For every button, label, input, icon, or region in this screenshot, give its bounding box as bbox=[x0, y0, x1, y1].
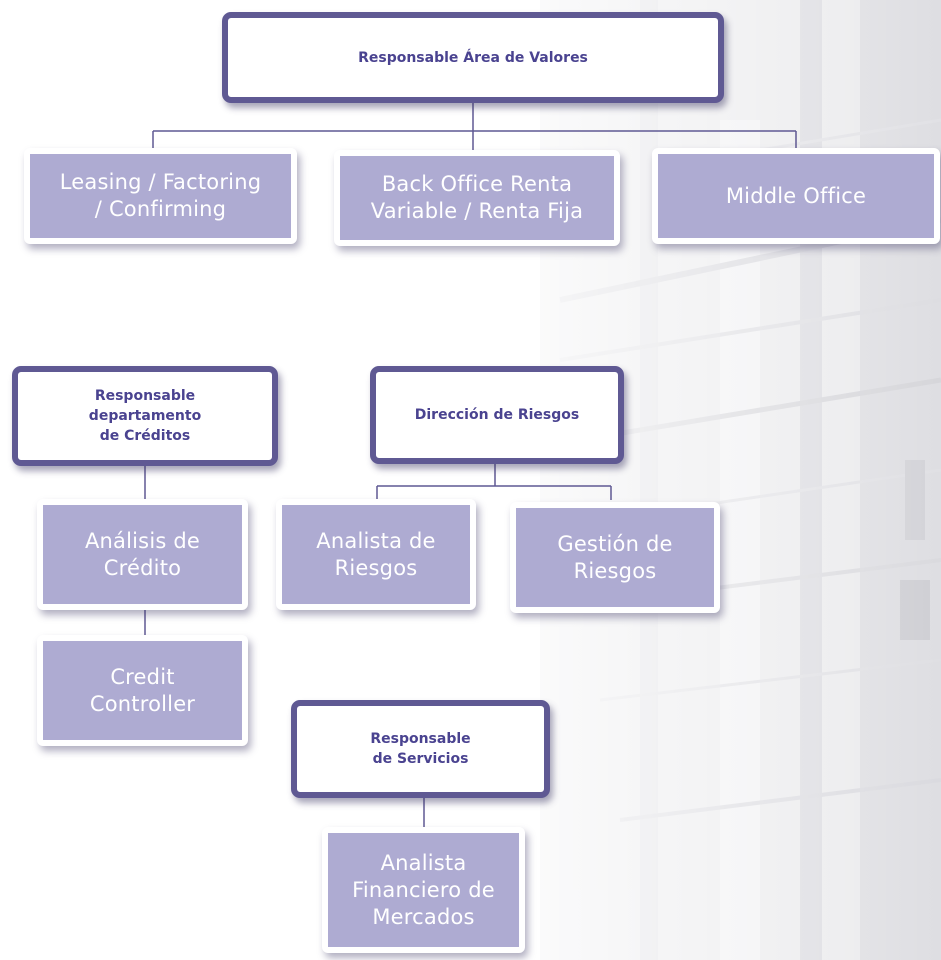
back-office-label: Back Office Renta Variable / Renta Fija bbox=[370, 172, 584, 223]
responsable-servicios-box: Responsable de Servicios bbox=[291, 700, 550, 798]
credit-controller-box: Credit Controller bbox=[37, 635, 248, 746]
responsable-creditos-label: Responsable departamento de Créditos bbox=[88, 388, 202, 444]
leasing-factoring-box: Leasing / Factoring / Confirming bbox=[24, 148, 297, 244]
responsable-creditos-box: Responsable departamento de Créditos bbox=[12, 366, 278, 466]
leasing-factoring-label: Leasing / Factoring / Confirming bbox=[59, 170, 262, 221]
credit-controller-label: Credit Controller bbox=[89, 664, 196, 716]
analisis-credito-label: Análisis de Crédito bbox=[84, 528, 201, 580]
back-office-box: Back Office Renta Variable / Renta Fija bbox=[334, 150, 620, 246]
analista-riesgos-box: Analista de Riesgos bbox=[276, 499, 476, 610]
middle-office-box: Middle Office bbox=[652, 148, 940, 244]
direccion-riesgos-box: Dirección de Riesgos bbox=[370, 366, 624, 464]
responsable-area-valores-box: Responsable Área de Valores bbox=[222, 12, 724, 103]
gestion-riesgos-box: Gestión de Riesgos bbox=[510, 502, 720, 613]
analista-financiero-box: Analista Financiero de Mercados bbox=[322, 827, 525, 953]
gestion-riesgos-label: Gestión de Riesgos bbox=[557, 531, 673, 583]
middle-office-label: Middle Office bbox=[725, 183, 867, 208]
direccion-riesgos-label: Dirección de Riesgos bbox=[414, 407, 580, 423]
analisis-credito-box: Análisis de Crédito bbox=[37, 499, 248, 610]
analista-financiero-label: Analista Financiero de Mercados bbox=[352, 850, 495, 929]
responsable-servicios-label: Responsable de Servicios bbox=[370, 731, 471, 767]
responsable-area-valores-label: Responsable Área de Valores bbox=[358, 49, 588, 66]
analista-riesgos-label: Analista de Riesgos bbox=[316, 528, 436, 580]
